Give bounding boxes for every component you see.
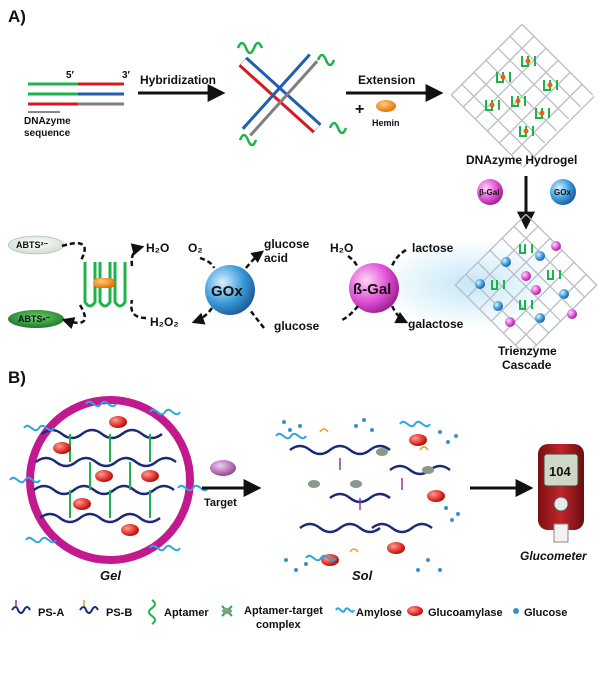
h2o-mid: H₂O bbox=[330, 241, 353, 255]
legend-glucose: Glucose bbox=[524, 607, 567, 619]
amylose-legend-icon bbox=[335, 607, 355, 613]
aptamer-legend-icon bbox=[148, 599, 156, 625]
legend-complex-line1: Aptamer-target bbox=[244, 605, 323, 617]
three-prime-label: 3′ bbox=[122, 70, 131, 81]
o2-label: O₂ bbox=[188, 241, 203, 255]
h2o-left: H₂O bbox=[146, 241, 169, 255]
five-prime-label: 5′ bbox=[66, 70, 75, 81]
legend: PS-A PS-B Aptamer Aptamer-target complex… bbox=[11, 599, 567, 631]
legend-glucoamylase: Glucoamylase bbox=[428, 607, 503, 619]
arc-bgal-in bbox=[347, 248, 407, 269]
bgal-big-label: ß-Gal bbox=[353, 281, 391, 298]
arc-bgal-out bbox=[341, 305, 406, 322]
glucose-acid-line2: acid bbox=[264, 251, 288, 265]
hemin-icon bbox=[376, 100, 396, 112]
dnazyme-label-line2: sequence bbox=[24, 128, 71, 139]
arc-glucose-gox bbox=[249, 309, 265, 329]
cascade-label-line2: Cascade bbox=[502, 358, 552, 372]
glucometer-reading: 104 bbox=[549, 464, 571, 479]
galactose-label: galactose bbox=[408, 317, 464, 331]
bgal-big-enzyme bbox=[349, 263, 399, 313]
legend-ps-a: PS-A bbox=[38, 607, 64, 619]
sol-label: Sol bbox=[352, 568, 373, 583]
glucometer-icon bbox=[538, 444, 584, 543]
glucose-legend-icon bbox=[513, 608, 519, 614]
ps-a-legend-icon bbox=[11, 606, 31, 614]
cascade-glow bbox=[375, 239, 565, 329]
bgal-small-enzyme bbox=[477, 179, 503, 205]
dna-strands-input bbox=[28, 82, 124, 113]
sol-state bbox=[275, 418, 460, 572]
target-icon bbox=[210, 460, 236, 476]
glucose-label: glucose bbox=[274, 319, 320, 333]
cascade-label-line1: Trienzyme bbox=[498, 344, 557, 358]
x-dna-scaffold bbox=[236, 41, 348, 147]
h2o2-label: H₂O₂ bbox=[150, 315, 179, 329]
hydrogel-label: DNAzyme Hydrogel bbox=[466, 153, 577, 167]
glucose-acid-line1: glucose bbox=[264, 237, 310, 251]
hemin-label: Hemin bbox=[372, 118, 400, 128]
legend-amylose: Amylose bbox=[356, 607, 402, 619]
trienzyme-gel bbox=[454, 213, 598, 357]
gel-sphere bbox=[26, 396, 194, 564]
legend-complex-line2: complex bbox=[256, 619, 302, 631]
dnazyme-label-line1: DNAzyme bbox=[24, 116, 71, 127]
glucoamylase-legend-icon bbox=[407, 606, 423, 616]
gox-small-enzyme bbox=[550, 179, 576, 205]
extension-label: Extension bbox=[358, 73, 415, 87]
amylose-coils-gel bbox=[9, 400, 209, 552]
legend-aptamer: Aptamer bbox=[164, 607, 209, 619]
hrp-dnazyme-center bbox=[83, 262, 127, 308]
lactose-label: lactose bbox=[412, 241, 454, 255]
gel-label: Gel bbox=[100, 568, 121, 583]
legend-ps-b: PS-B bbox=[106, 607, 132, 619]
glucometer-label: Glucometer bbox=[520, 549, 588, 563]
gox-big-label: GOx bbox=[211, 283, 243, 300]
arc-o2-glucose-acid bbox=[199, 252, 262, 269]
panel-b-label: B) bbox=[8, 368, 26, 387]
dnazyme-hydrogel bbox=[450, 23, 595, 168]
abts-reduced-label: ABTS²⁻ bbox=[16, 240, 48, 250]
plus-icon: + bbox=[355, 101, 364, 118]
abts-oxidized-label: ABTS•⁻ bbox=[18, 314, 51, 324]
arc-h2o2 bbox=[130, 247, 146, 320]
ps-b-legend-icon bbox=[79, 606, 99, 614]
panel-a-label: A) bbox=[8, 7, 26, 26]
abts-oxidized bbox=[8, 310, 64, 328]
gox-small-label: GOx bbox=[554, 188, 571, 197]
arc-gox-h2o2 bbox=[191, 307, 214, 325]
complex-legend-icon bbox=[221, 605, 233, 617]
hemin-center bbox=[93, 278, 115, 288]
gox-big-enzyme bbox=[205, 265, 255, 315]
bgal-small-label: β-Gal bbox=[479, 188, 499, 197]
arc-abts bbox=[62, 242, 87, 323]
hybridization-label: Hybridization bbox=[140, 73, 216, 87]
target-label: Target bbox=[204, 497, 237, 509]
